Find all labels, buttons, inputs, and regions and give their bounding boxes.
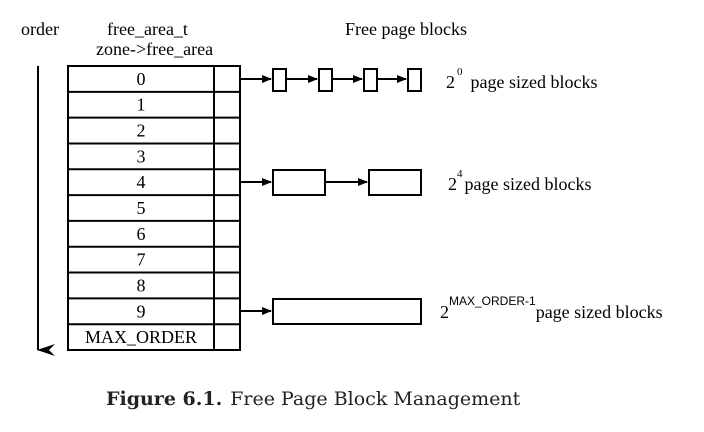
- free-block: [318, 68, 333, 92]
- free-block: [363, 68, 378, 92]
- order-cell-label: 3: [137, 146, 146, 166]
- free-page-blocks-header: Free page blocks: [345, 19, 467, 39]
- table-border: [67, 65, 241, 351]
- order-cell-label: 2: [137, 121, 146, 141]
- order-cell-label: 1: [137, 95, 146, 115]
- block-list-order-4: [240, 169, 422, 196]
- free-block: [272, 298, 422, 325]
- order-cell-label: MAX_ORDER: [85, 327, 197, 347]
- free-block: [272, 169, 326, 196]
- figure-caption: Figure 6.1.Free Page Block Management: [106, 388, 521, 410]
- order-cell-label: 5: [137, 198, 146, 218]
- order-cell-label: 7: [137, 250, 146, 270]
- block-list-order-0: [240, 68, 422, 92]
- annotation-order-max: 2MAX_ORDER-1page sized blocks: [440, 294, 663, 322]
- block-list-order-9: [240, 298, 422, 325]
- order-cell-label: 4: [137, 172, 146, 192]
- order-cell-label: 0: [137, 69, 146, 89]
- order-cell-label: 8: [137, 275, 146, 295]
- order-cell-label: 9: [137, 301, 146, 321]
- zone-free-area-header: zone->free_area: [96, 39, 213, 59]
- free-block: [368, 169, 422, 196]
- free-block: [407, 68, 422, 92]
- order-header: order: [21, 19, 59, 39]
- free-block: [272, 68, 287, 92]
- free-area-t-header: free_area_t: [107, 19, 188, 39]
- order-cell-label: 6: [137, 224, 146, 244]
